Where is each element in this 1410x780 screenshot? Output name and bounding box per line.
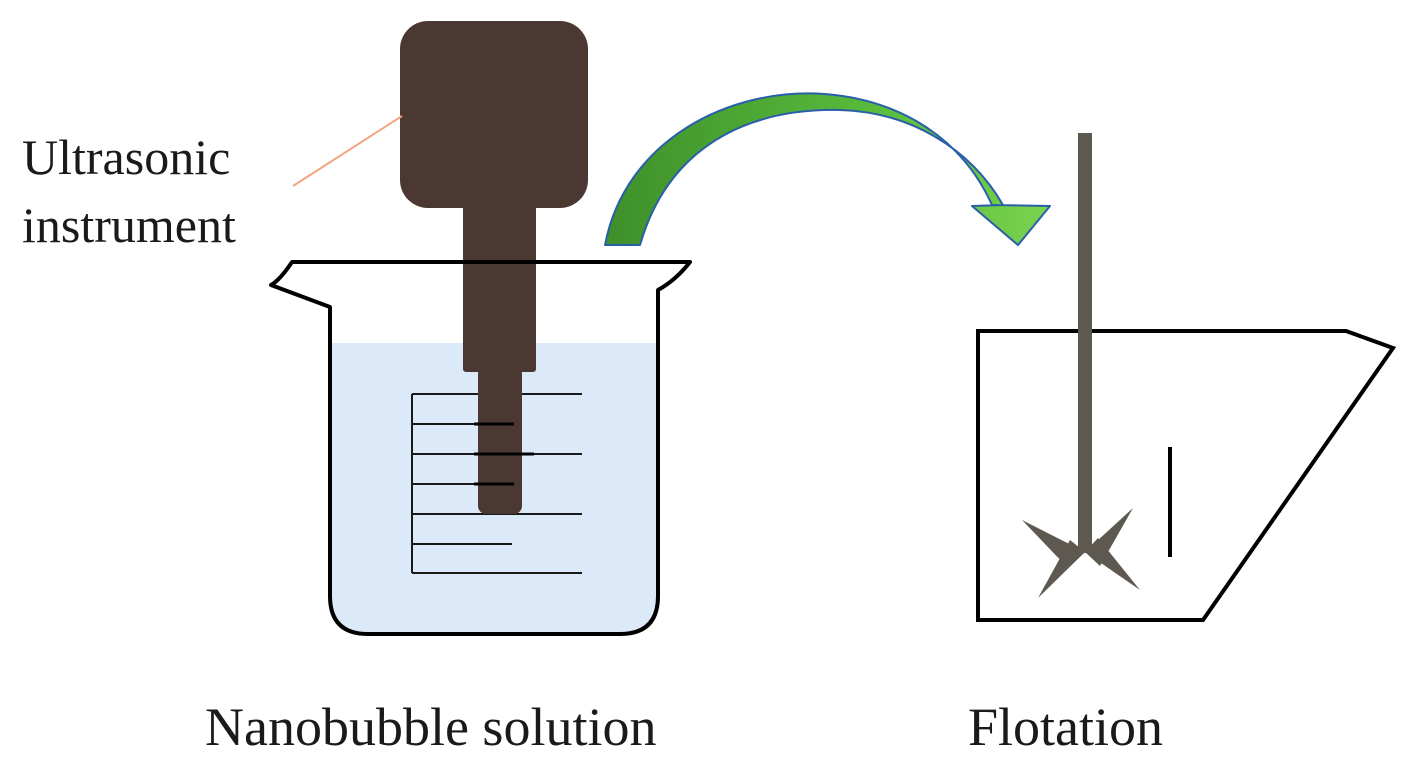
- instrument-probe-tip: [478, 366, 522, 514]
- ultrasonic-instrument: [400, 21, 588, 514]
- flotation-caption: Flotation: [968, 697, 1164, 757]
- instrument-probe-upper: [463, 206, 536, 372]
- impeller-blade: [1085, 538, 1140, 590]
- probe-tip-marks: [474, 422, 534, 486]
- impeller-shaft: [1078, 133, 1092, 553]
- instrument-label-line1: Ultrasonic: [22, 129, 231, 185]
- instrument-label-line2: instrument: [22, 197, 236, 253]
- nanobubble-solution-caption: Nanobubble solution: [205, 697, 657, 757]
- transfer-arrow: [604, 92, 1051, 246]
- impeller-blade: [1038, 540, 1085, 598]
- beaker-outline: [269, 260, 692, 636]
- instrument-head: [400, 21, 588, 208]
- instrument-leader-line: [292, 115, 403, 187]
- flotation-impeller: [1022, 133, 1140, 598]
- flotation-cell-outline: [976, 329, 1397, 622]
